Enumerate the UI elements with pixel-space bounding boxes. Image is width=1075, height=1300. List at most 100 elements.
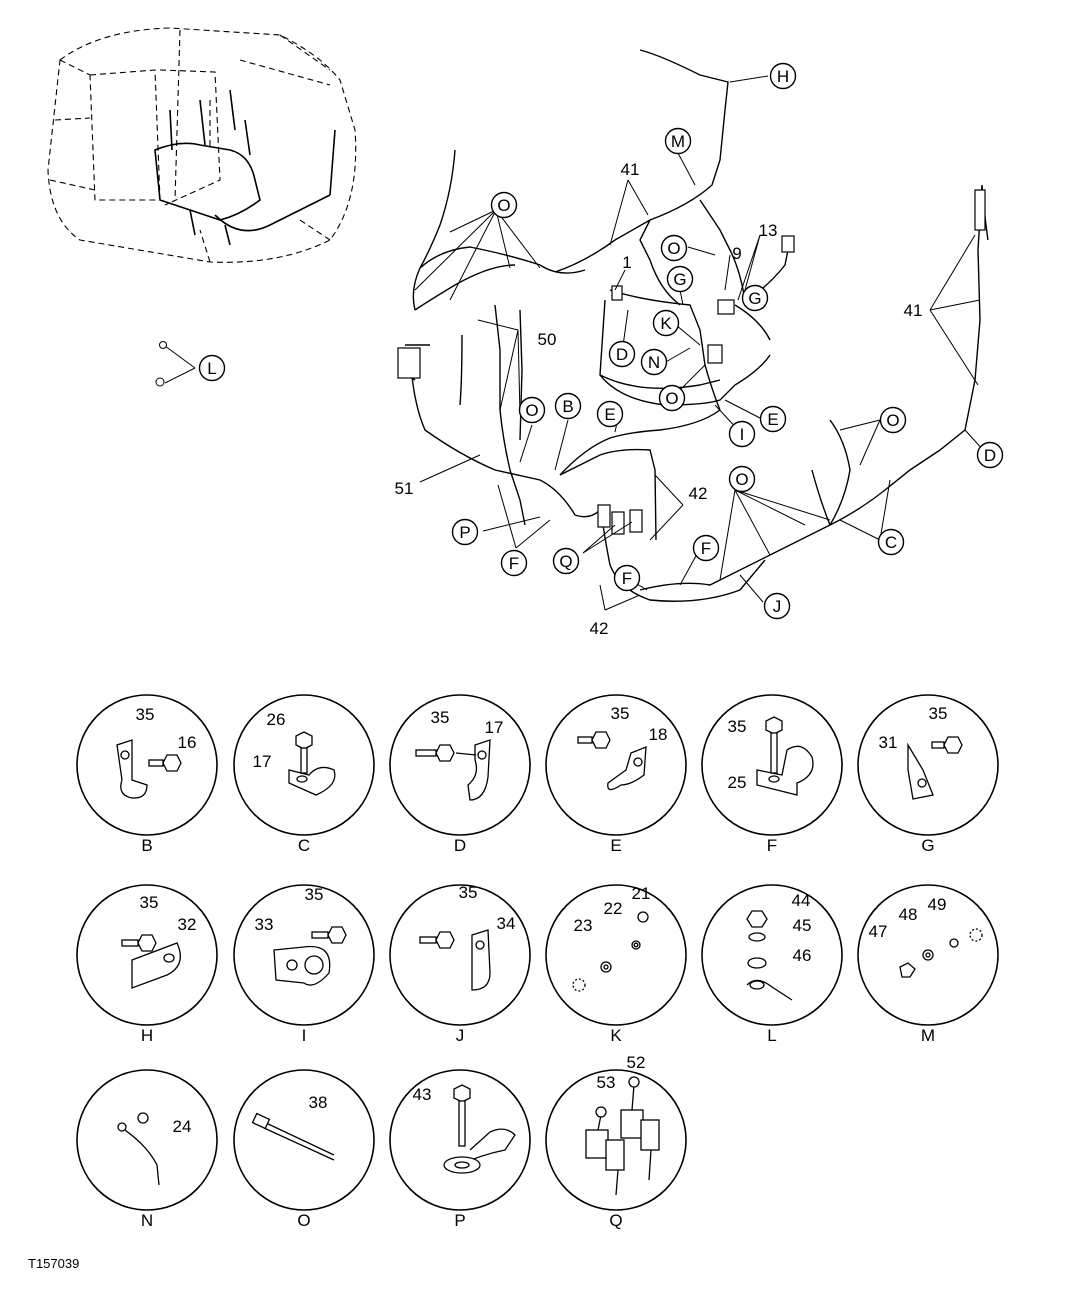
detail-N: 24N <box>76 1069 218 1230</box>
callout-O-mid: O <box>658 384 686 412</box>
detail-E-part-18: 18 <box>649 725 668 744</box>
svg-text:Q: Q <box>559 552 572 571</box>
callout-Q: Q <box>552 547 580 575</box>
part-number-51: 51 <box>395 479 414 498</box>
part-number-13: 13 <box>759 221 778 240</box>
detail-L-part-44: 44 <box>792 891 811 910</box>
wire-harness <box>399 49 989 602</box>
detail-G-part-31: 31 <box>879 733 898 752</box>
svg-text:E: E <box>767 410 778 429</box>
callout-O-left: O <box>490 191 518 219</box>
detail-M-part-47: 47 <box>869 922 888 941</box>
detail-J-letter: J <box>456 1026 465 1045</box>
svg-text:K: K <box>660 314 672 333</box>
callout-leaders <box>164 75 986 611</box>
svg-text:D: D <box>984 446 996 465</box>
detail-C-letter: C <box>298 836 310 855</box>
detail-E-letter: E <box>610 836 621 855</box>
part-number-41-right: 41 <box>904 301 923 320</box>
callout-G-right: G <box>741 284 769 312</box>
callout-O-upper-mid: O <box>660 234 688 262</box>
svg-text:J: J <box>773 597 782 616</box>
part-number-9: 9 <box>732 244 741 263</box>
part-number-1: 1 <box>622 253 631 272</box>
detail-O: 38O <box>233 1069 375 1230</box>
detail-N-part-24: 24 <box>173 1117 192 1136</box>
detail-B-part-16: 16 <box>178 733 197 752</box>
detail-M-letter: M <box>921 1026 935 1045</box>
detail-J-part-34: 34 <box>497 914 516 933</box>
callout-I: I <box>728 420 756 448</box>
svg-text:D: D <box>616 345 628 364</box>
svg-text:O: O <box>525 401 538 420</box>
callout-O-right: O <box>879 406 907 434</box>
callout-C: C <box>877 528 905 556</box>
callout-D-mid: D <box>608 340 636 368</box>
detail-D-part-35: 35 <box>431 708 450 727</box>
detail-H-part-32: 32 <box>178 915 197 934</box>
detail-L-part-45: 45 <box>793 916 812 935</box>
svg-text:I: I <box>740 425 745 444</box>
callout-K: K <box>652 309 680 337</box>
detail-P-part-43: 43 <box>413 1085 432 1104</box>
detail-G-part-35: 35 <box>929 704 948 723</box>
svg-text:L: L <box>207 359 216 378</box>
detail-C-part-26: 26 <box>267 710 286 729</box>
detail-H-part-35: 35 <box>140 893 159 912</box>
svg-text:N: N <box>648 353 660 372</box>
detail-J-part-35: 35 <box>459 883 478 902</box>
svg-text:F: F <box>701 539 711 558</box>
detail-L-part-46: 46 <box>793 946 812 965</box>
svg-text:O: O <box>735 470 748 489</box>
svg-text:M: M <box>671 132 685 151</box>
svg-text:H: H <box>777 67 789 86</box>
figure-id: T157039 <box>28 1256 80 1271</box>
detail-O-letter: O <box>297 1211 310 1230</box>
hardware-L-loose <box>155 341 167 387</box>
detail-O-part-38: 38 <box>309 1093 328 1112</box>
detail-Q-part-53: 53 <box>597 1073 616 1092</box>
detail-K-letter: K <box>610 1026 622 1045</box>
detail-I-part-33: 33 <box>255 915 274 934</box>
svg-text:P: P <box>459 523 470 542</box>
detail-G-letter: G <box>921 836 934 855</box>
detail-C-part-17: 17 <box>253 752 272 771</box>
part-number-42-lower: 42 <box>590 619 609 638</box>
svg-text:F: F <box>509 554 519 573</box>
detail-P-letter: P <box>454 1211 465 1230</box>
callout-P: P <box>451 518 479 546</box>
callout-F-low: F <box>613 564 641 592</box>
detail-Q-letter: Q <box>609 1211 622 1230</box>
svg-text:O: O <box>667 239 680 258</box>
detail-K-part-23: 23 <box>574 916 593 935</box>
cab-locator-illustration <box>47 27 357 263</box>
callout-F-left: F <box>500 549 528 577</box>
detail-J: 35 34J <box>389 883 531 1045</box>
svg-text:F: F <box>622 569 632 588</box>
svg-text:O: O <box>886 411 899 430</box>
detail-I-letter: I <box>302 1026 307 1045</box>
callout-H: H <box>769 62 797 90</box>
detail-P: 43P <box>389 1069 531 1230</box>
svg-text:G: G <box>673 270 686 289</box>
part-number-50: 50 <box>538 330 557 349</box>
detail-M-part-48: 48 <box>899 905 918 924</box>
callout-F-mid: F <box>692 534 720 562</box>
svg-text:G: G <box>748 289 761 308</box>
svg-text:E: E <box>604 405 615 424</box>
svg-text:O: O <box>497 196 510 215</box>
detail-B-part-35: 35 <box>136 705 155 724</box>
detail-E: 35 18E <box>545 694 687 855</box>
detail-E-part-35: 35 <box>611 704 630 723</box>
callout-D-right: D <box>976 441 1004 469</box>
